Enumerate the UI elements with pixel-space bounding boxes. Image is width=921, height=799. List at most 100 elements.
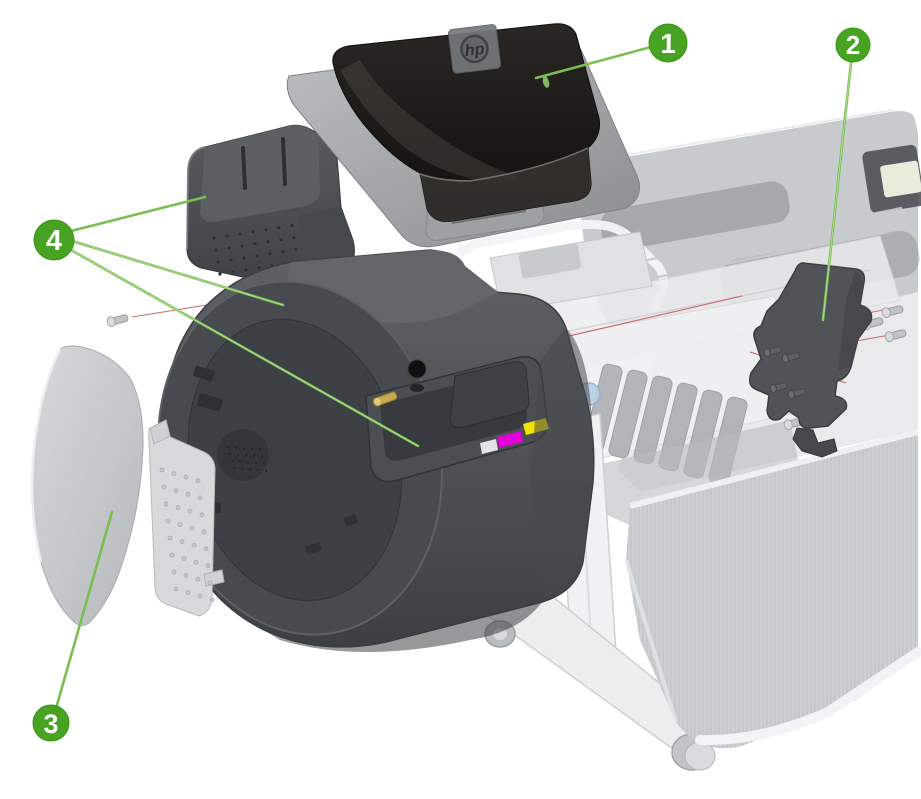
- deco-dot: [255, 254, 259, 258]
- door-top-face: [200, 125, 320, 223]
- deco-dot: [264, 469, 268, 472]
- deco-dot: [244, 268, 248, 272]
- deco-dot: [185, 590, 191, 595]
- callout-badge-4: 4: [33, 219, 75, 261]
- left-end-cover: [30, 345, 225, 626]
- deco-dot: [258, 448, 262, 451]
- deco-dot: [179, 539, 185, 544]
- top-window-edge: [577, 109, 894, 164]
- housing-bottom-shadow: [264, 602, 542, 652]
- basket: [624, 429, 921, 749]
- cover-gloss-highlight: [340, 60, 520, 182]
- deco-dot: [171, 471, 177, 477]
- right-mount-bracket: [748, 262, 873, 458]
- deco-dot: [226, 445, 230, 449]
- deco-dot: [250, 447, 254, 451]
- deco-dot: [264, 228, 268, 232]
- deco-dot: [225, 234, 229, 238]
- hp-logo: hp: [447, 24, 502, 74]
- hp-logo-ring: [460, 34, 489, 64]
- deco-dot: [242, 256, 246, 260]
- callout-lines: [55, 45, 853, 707]
- deco-dot: [159, 467, 165, 473]
- deco-dot: [175, 505, 181, 511]
- front-panel-screen: [880, 160, 921, 198]
- callout-circle-3: [32, 704, 70, 742]
- carriage-detail: [518, 243, 582, 279]
- deco-dot: [234, 446, 238, 449]
- callout-circle-4: [33, 219, 75, 261]
- deco-dot: [193, 559, 199, 565]
- end-cover-blade: [31, 345, 144, 626]
- deco-dot: [229, 258, 233, 262]
- deco-dot: [218, 272, 222, 276]
- callout-number-3: 3: [43, 709, 58, 739]
- callout-badge-3: 3: [32, 704, 70, 742]
- door-left-highlight: [186, 146, 206, 250]
- deco-dot: [181, 556, 187, 561]
- cover-glass-band: [420, 148, 592, 222]
- deco-dot: [230, 459, 234, 463]
- callout-badges: 1 2 3 4: [32, 23, 871, 742]
- housing-right-shade: [530, 328, 593, 598]
- deco-dot: [242, 447, 246, 450]
- callout-line-4c: [69, 248, 420, 448]
- callout-number-2: 2: [846, 30, 860, 60]
- basket-mesh: [626, 432, 918, 749]
- deco-dot: [238, 232, 242, 236]
- knob: [407, 359, 427, 379]
- deco-dot: [236, 453, 240, 456]
- deco-dot: [231, 270, 235, 274]
- ink-label-magenta: [497, 431, 523, 448]
- callout-line-cores: [70, 62, 852, 447]
- panel-dimples: [159, 467, 215, 603]
- deco-dot: [251, 230, 255, 234]
- deco-dot: [195, 478, 201, 484]
- deco-dot: [227, 246, 231, 250]
- deco-dot: [246, 461, 250, 464]
- deco-dot: [161, 484, 167, 490]
- power-led: [542, 76, 550, 88]
- deco-dot: [277, 226, 281, 230]
- deco-dot: [248, 468, 252, 471]
- deco-dot: [252, 454, 256, 458]
- deco-dot: [203, 546, 209, 552]
- deco-dot: [209, 597, 215, 603]
- deco-dot: [173, 586, 179, 592]
- cover-glass-rim: [419, 147, 589, 182]
- door-slot: [241, 146, 247, 190]
- panel-tab-top: [149, 419, 171, 445]
- deco-dot: [256, 468, 260, 472]
- deco-dot: [177, 522, 183, 527]
- deco-dot: [163, 501, 169, 507]
- deco-dot: [260, 455, 264, 458]
- callout-badge-1: 1: [648, 23, 688, 63]
- top-cover-assembly: hp: [286, 23, 640, 248]
- deco-dot: [216, 260, 220, 264]
- callout-circle-2: [835, 27, 871, 63]
- deco-dot: [197, 593, 203, 599]
- callout-number-1: 1: [660, 28, 676, 59]
- deco-dot: [173, 488, 179, 494]
- deco-dot: [171, 569, 177, 575]
- deco-dot: [205, 563, 211, 569]
- deco-dot: [257, 266, 261, 270]
- door-perforations: [212, 223, 300, 276]
- deco-dot: [290, 223, 294, 228]
- deco-dot: [294, 247, 298, 252]
- deco-dot: [244, 454, 248, 457]
- deco-dot: [187, 508, 193, 514]
- brass-pin: [372, 391, 398, 407]
- deco-dot: [185, 491, 191, 497]
- basket-left-edge: [624, 559, 678, 723]
- connector-block: [193, 365, 215, 382]
- callout-line-3: [55, 510, 114, 707]
- rib-detail: [343, 514, 358, 527]
- deco-dot: [292, 235, 296, 240]
- deco-dot: [212, 236, 216, 240]
- deco-dot: [201, 529, 207, 535]
- ink-label-white: [480, 439, 498, 454]
- deco-dot: [183, 573, 189, 578]
- callout-line-4b: [70, 239, 285, 307]
